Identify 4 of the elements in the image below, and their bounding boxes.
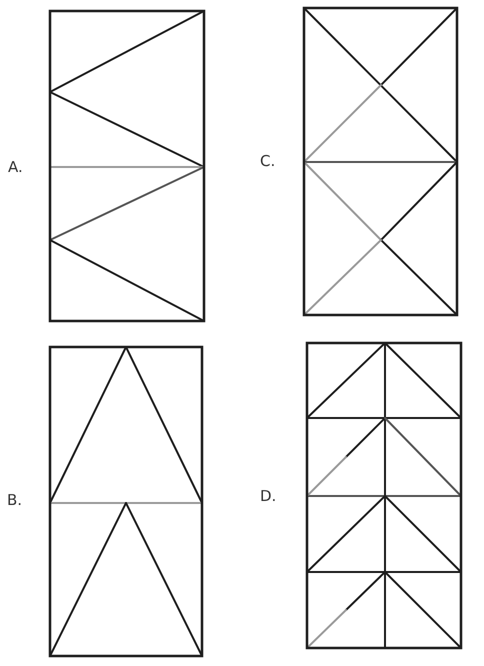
option-label: C. (260, 152, 276, 170)
option-label: B. (7, 491, 22, 509)
option-label: D. (260, 487, 276, 505)
option-label: A. (8, 158, 23, 176)
